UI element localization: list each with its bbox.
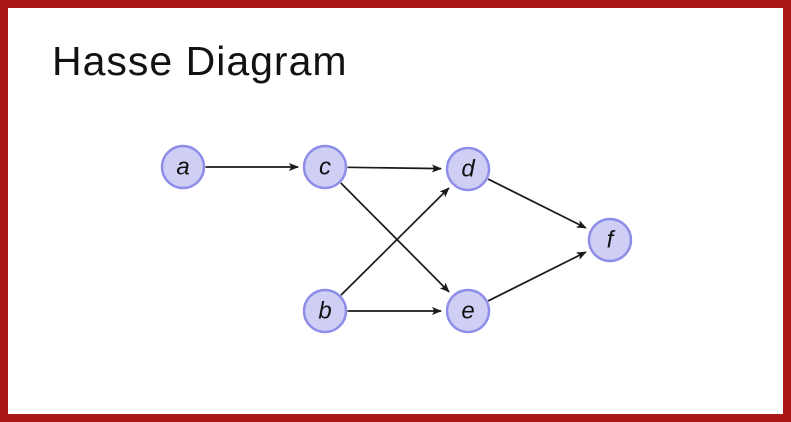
edge-d-f (487, 178, 587, 229)
node-label-e: e (461, 298, 474, 325)
page-title: Hasse Diagram (52, 38, 348, 84)
edge-c-d (347, 164, 443, 173)
node-f (587, 217, 633, 263)
node-label-f: f (607, 227, 616, 254)
edge-c-e (340, 182, 450, 293)
node-b (302, 288, 348, 334)
node-label-b: b (318, 298, 331, 325)
hasse-diagram-canvas: a c d b e f (160, 144, 633, 334)
node-e (445, 288, 491, 334)
node-c (302, 144, 348, 190)
edge-e-f (487, 251, 587, 302)
node-d (445, 146, 491, 192)
node-label-d: d (461, 156, 475, 183)
node-label-c: c (319, 154, 331, 181)
node-a (160, 144, 206, 190)
node-label-a: a (176, 154, 189, 181)
edge-b-d (340, 187, 450, 296)
